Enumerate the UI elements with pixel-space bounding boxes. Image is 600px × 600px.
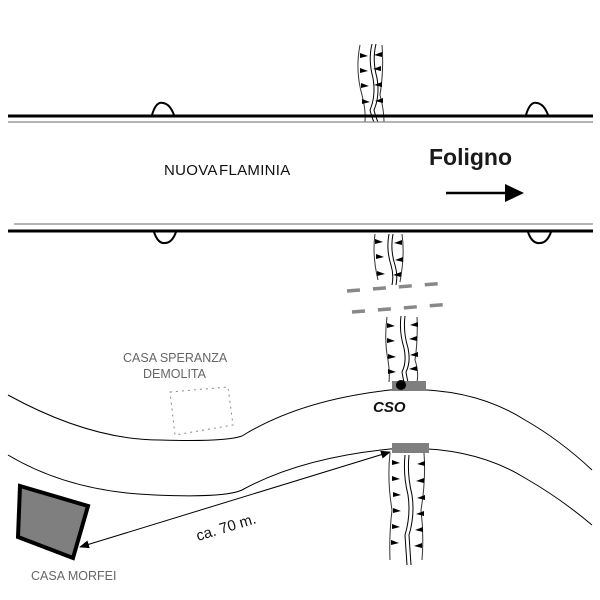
ditch-south [385, 315, 419, 383]
break-lines [346, 281, 453, 314]
culvert-marker [525, 101, 549, 116]
distance-arrow [79, 450, 391, 549]
distance-label: ca. 70 m. [194, 511, 258, 545]
cso-point-icon [396, 380, 406, 390]
casa-speranza-label-2: DEMOLITA [143, 367, 207, 381]
culvert-marker [151, 101, 175, 116]
road-name-label-1: NUOVA [164, 162, 218, 179]
cso-structure [392, 381, 426, 391]
culvert-marker [527, 231, 552, 245]
road-name-label-2: FLAMINIA [219, 162, 291, 179]
cso-label: CSO [373, 399, 406, 416]
local-road [7, 388, 593, 526]
casa-speranza-outline [169, 386, 234, 436]
casa-speranza-label: CASA SPERANZA [123, 351, 228, 365]
city-label-foligno: Foligno [429, 144, 512, 170]
ditch-middle [373, 233, 404, 286]
ditch-north [357, 43, 385, 123]
outfall-structure [392, 443, 429, 453]
ditch-outfall [388, 452, 426, 566]
casa-morfei-building [15, 483, 91, 561]
casa-morfei-label: CASA MORFEI [31, 569, 116, 583]
road-nuova-flaminia [8, 101, 593, 245]
culvert-marker [153, 231, 177, 245]
right-arrow-icon [446, 184, 524, 202]
